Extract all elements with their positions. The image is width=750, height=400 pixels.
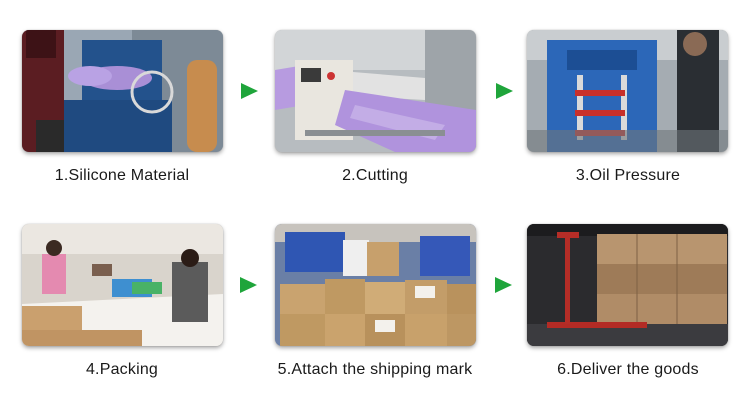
silicone-mixing-machine-photo	[22, 30, 223, 152]
step-1-photo	[22, 30, 223, 152]
step-5-photo	[275, 224, 476, 346]
cutting-machine-photo	[275, 30, 476, 152]
arrow-right-icon	[240, 277, 257, 293]
step-6-photo	[527, 224, 728, 346]
step-5-caption: 5.Attach the shipping mark	[277, 361, 473, 378]
arrow-right-icon	[495, 277, 512, 293]
hydraulic-press-photo	[527, 30, 728, 152]
step-2-caption: 2.Cutting	[342, 167, 408, 184]
step-1-caption: 1.Silicone Material	[54, 167, 190, 184]
packing-workers-photo	[22, 224, 223, 346]
pallet-jack-warehouse-photo	[527, 224, 728, 346]
arrow-right-icon	[241, 83, 258, 99]
shipping-boxes-photo	[275, 224, 476, 346]
step-2-photo	[275, 30, 476, 152]
step-4-photo	[22, 224, 223, 346]
step-4-caption: 4.Packing	[85, 361, 159, 378]
step-3-photo	[527, 30, 728, 152]
arrow-right-icon	[496, 83, 513, 99]
step-3-caption: 3.Oil Pressure	[575, 167, 681, 184]
step-6-caption: 6.Deliver the goods	[557, 361, 699, 378]
